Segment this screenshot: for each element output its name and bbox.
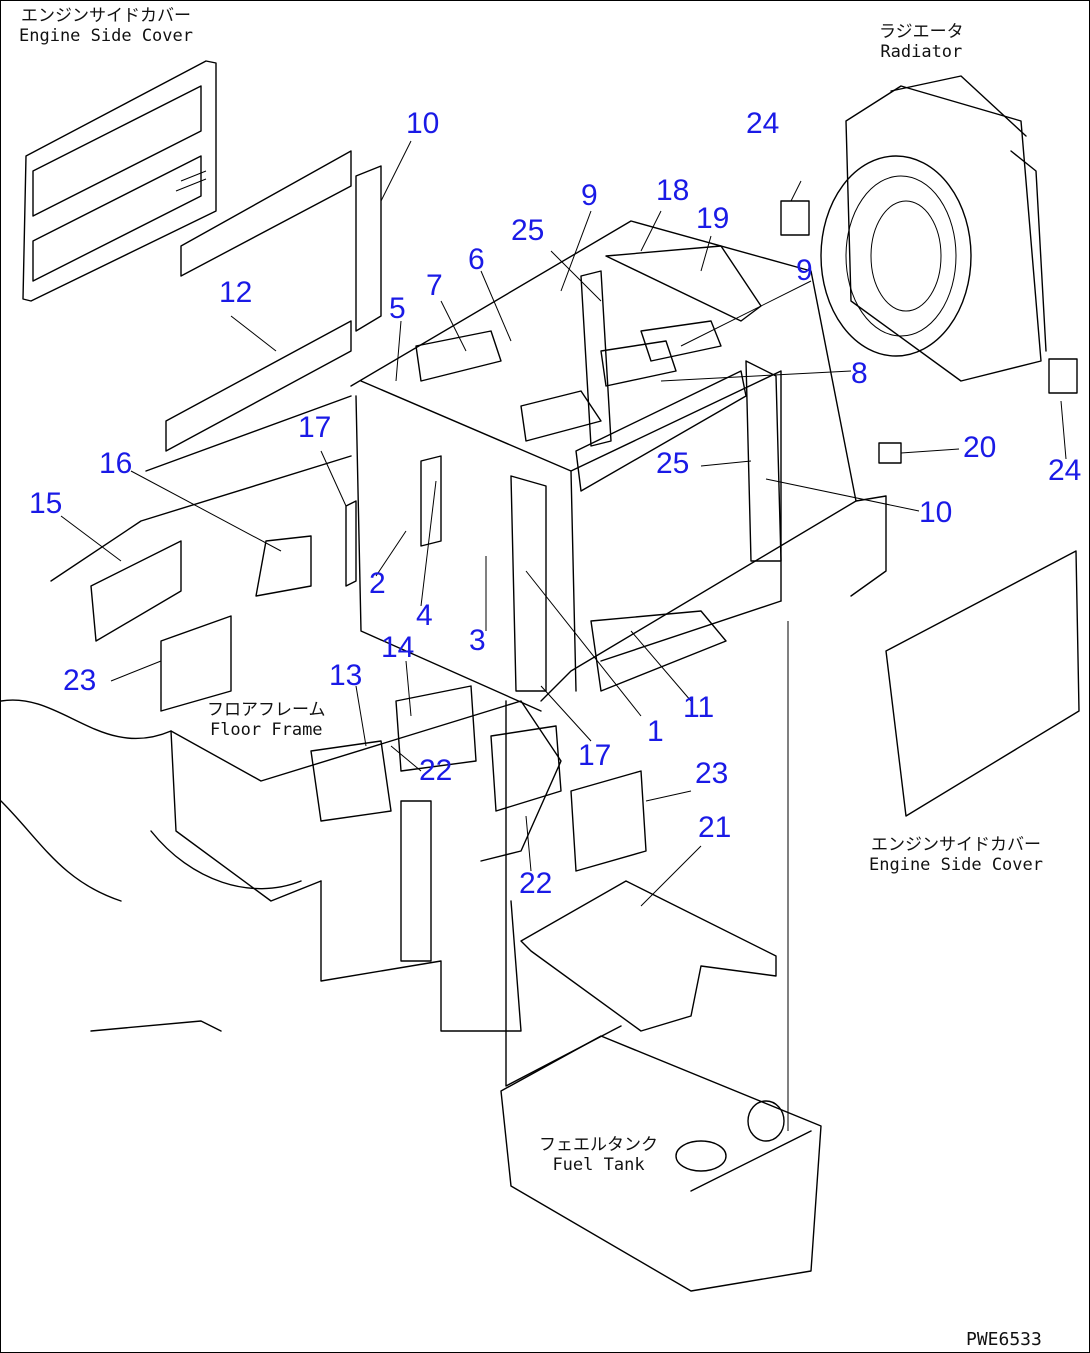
side-panels-drawing — [50, 395, 352, 712]
plate-21 — [520, 880, 777, 1032]
leader-lines — [60, 140, 1067, 907]
callout-part-12: 12 — [219, 276, 253, 309]
callout-part-6: 6 — [468, 243, 485, 276]
callout-part-20: 20 — [963, 431, 997, 464]
pad-24-right — [1048, 358, 1078, 394]
callout-part-17-left: 17 — [298, 411, 332, 444]
callout-part-25-mid: 25 — [656, 447, 690, 480]
engine-hood-drawing — [345, 220, 887, 712]
floor-frame-drawing — [1, 685, 562, 1032]
callout-part-23-right: 23 — [695, 757, 729, 790]
pad-24-top — [780, 200, 810, 236]
callout-part-15: 15 — [29, 487, 63, 520]
pad-23-right — [570, 770, 647, 872]
callout-part-24-top: 24 — [746, 107, 780, 140]
engine-side-cover-left-drawing — [22, 60, 382, 452]
caption-en: Engine Side Cover — [19, 25, 193, 46]
caption-engine-side-cover-right: エンジンサイドカバー Engine Side Cover — [869, 835, 1043, 875]
caption-jp: エンジンサイドカバー — [871, 835, 1041, 855]
callout-part-22-left: 22 — [419, 754, 453, 787]
callout-part-1: 1 — [647, 715, 664, 748]
callout-part-8: 8 — [851, 357, 868, 390]
callout-part-24-right: 24 — [1048, 454, 1082, 487]
callout-part-10-top: 10 — [406, 107, 440, 140]
caption-engine-side-cover-top-left: エンジンサイドカバー Engine Side Cover — [19, 6, 193, 46]
caption-fuel-tank: フェエルタンク Fuel Tank — [539, 1135, 658, 1175]
callout-part-5: 5 — [389, 292, 406, 325]
drawing-code: PWE6533 — [966, 1329, 1042, 1350]
caption-jp: エンジンサイドカバー — [21, 6, 191, 26]
callout-part-16: 16 — [99, 447, 133, 480]
caption-en: Floor Frame — [209, 719, 323, 740]
callout-part-2: 2 — [369, 567, 386, 600]
caption-en: Radiator — [880, 41, 963, 62]
callout-part-25-top: 25 — [511, 214, 545, 247]
caption-jp: フェエルタンク — [539, 1135, 658, 1155]
pad-20 — [878, 442, 902, 464]
callout-part-4: 4 — [416, 599, 433, 632]
callout-part-9-top: 9 — [581, 179, 598, 212]
radiator-drawing — [820, 75, 1047, 382]
caption-jp: フロアフレーム — [207, 700, 326, 720]
callout-part-10-right: 10 — [919, 496, 953, 529]
callout-part-19: 19 — [696, 202, 730, 235]
fuel-tank-drawing — [500, 621, 822, 1292]
caption-en: Fuel Tank — [552, 1154, 645, 1175]
callout-part-14: 14 — [381, 631, 415, 664]
caption-en: Engine Side Cover — [869, 854, 1043, 875]
caption-radiator: ラジエータ Radiator — [879, 22, 964, 62]
callout-part-23-left: 23 — [63, 664, 97, 697]
engine-side-cover-right-drawing — [885, 550, 1080, 817]
callout-part-21: 21 — [698, 811, 732, 844]
callout-part-22-bottom: 22 — [519, 867, 553, 900]
caption-floor-frame: フロアフレーム Floor Frame — [207, 700, 326, 740]
callout-part-18: 18 — [656, 174, 690, 207]
callout-part-3: 3 — [469, 624, 486, 657]
caption-jp: ラジエータ — [879, 22, 964, 42]
callout-part-9-right: 9 — [796, 254, 813, 287]
callout-part-17-right: 17 — [578, 739, 612, 772]
pad-23-center — [490, 725, 562, 812]
callout-part-11: 11 — [683, 691, 715, 724]
callout-part-7: 7 — [426, 269, 443, 302]
callout-part-13: 13 — [329, 659, 363, 692]
